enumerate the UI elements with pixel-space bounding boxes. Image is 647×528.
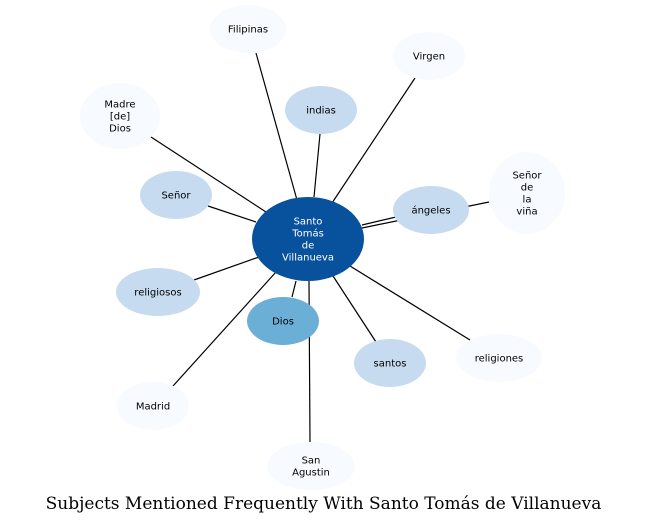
node-ellipse-santos xyxy=(354,339,426,387)
node-label-religiosos-0: religiosos xyxy=(134,288,181,299)
edge-center-madrid xyxy=(172,271,277,387)
node-indias: indias xyxy=(285,86,357,134)
node-label-religiones-0: religiones xyxy=(475,354,524,365)
edge-center-religiosos xyxy=(193,256,260,281)
node-madre-de-dios: Madre[de]Dios xyxy=(80,83,160,149)
node-label-dios-0: Dios xyxy=(272,317,294,328)
node-label-san-agustin-1: Agustin xyxy=(292,468,330,479)
node-label-center-2: de xyxy=(302,241,315,252)
node-ellipse-virgen xyxy=(393,32,465,80)
node-label-filipinas-0: Filipinas xyxy=(228,25,268,36)
node-senor: Señor xyxy=(140,171,212,219)
node-ellipse-religiones xyxy=(456,334,542,382)
node-label-santos-0: santos xyxy=(374,359,407,370)
edge-center-dios xyxy=(291,280,297,298)
node-label-senor-0: Señor xyxy=(161,191,191,202)
node-label-madre-de-dios-0: Madre xyxy=(104,100,135,111)
node-label-senor-de-la-vina-2: la xyxy=(523,195,532,206)
edge-center-angeles xyxy=(361,216,397,226)
edge-center-filipinas xyxy=(255,52,298,201)
node-ellipse-filipinas xyxy=(210,5,286,53)
node-label-center-0: Santo xyxy=(294,217,323,228)
edge-center-senor xyxy=(207,205,257,223)
node-label-senor-de-la-vina-3: viña xyxy=(516,207,537,218)
node-ellipse-angeles xyxy=(393,186,469,234)
node-virgen: Virgen xyxy=(393,32,465,80)
edge-center-virgen xyxy=(331,77,416,204)
node-angeles: ángeles xyxy=(393,186,469,234)
node-label-senor-de-la-vina-1: de xyxy=(521,183,534,194)
node-ellipse-madrid xyxy=(117,382,189,430)
node-label-madre-de-dios-2: Dios xyxy=(109,124,131,135)
node-filipinas: Filipinas xyxy=(210,5,286,53)
edge-center-religiones xyxy=(349,265,471,341)
node-ellipse-san-agustin xyxy=(267,442,355,490)
node-ellipse-dios xyxy=(247,297,319,345)
node-santos: santos xyxy=(354,339,426,387)
node-label-angeles-0: ángeles xyxy=(411,205,450,217)
node-label-madrid-0: Madrid xyxy=(136,402,170,413)
node-religiosos: religiosos xyxy=(116,268,200,316)
nodes-layer: FilipinasVirgenMadre[de]DiosindiasSeñord… xyxy=(80,5,565,490)
node-madrid: Madrid xyxy=(117,382,189,430)
node-ellipse-indias xyxy=(285,86,357,134)
node-religiones: religiones xyxy=(456,334,542,382)
edge-center-santos xyxy=(332,275,377,343)
node-label-madre-de-dios-1: [de] xyxy=(110,112,130,123)
node-ellipse-center xyxy=(252,197,364,281)
edge-center-madre-de-dios xyxy=(150,136,267,213)
node-label-indias-0: indias xyxy=(306,106,336,117)
node-ellipse-madre-de-dios xyxy=(80,83,160,149)
node-label-center-1: Tomás xyxy=(291,228,324,240)
node-label-san-agustin-0: San xyxy=(302,456,321,467)
node-ellipse-religiosos xyxy=(116,268,200,316)
node-label-virgen-0: Virgen xyxy=(413,52,445,63)
node-ellipse-senor-de-la-vina xyxy=(489,152,565,234)
diagram-title: Subjects Mentioned Frequently With Santo… xyxy=(45,494,602,514)
node-label-senor-de-la-vina-0: Señor xyxy=(512,171,542,182)
node-label-center-3: Villanueva xyxy=(282,253,334,264)
node-ellipse-senor xyxy=(140,171,212,219)
node-dios: Dios xyxy=(247,297,319,345)
edge-center-indias xyxy=(313,133,321,198)
